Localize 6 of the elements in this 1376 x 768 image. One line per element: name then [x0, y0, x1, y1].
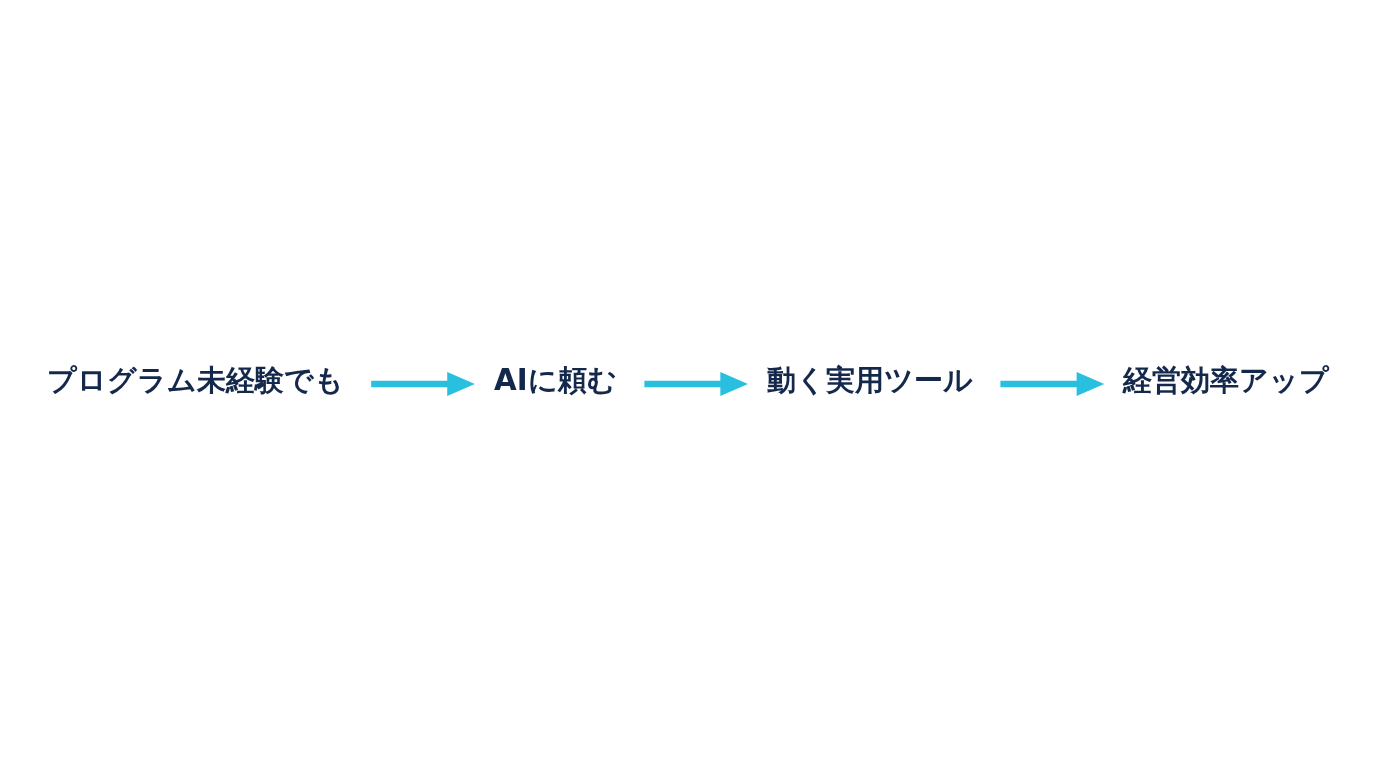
node-text: プログラム未経験でも: [47, 363, 345, 398]
node-text: 動く実用ツール: [767, 363, 974, 398]
arrow: [1000, 371, 1105, 397]
node-text: 経営効率アップ: [1123, 363, 1330, 398]
node-text: AIに頼む: [494, 363, 617, 398]
arrow: [644, 371, 748, 397]
